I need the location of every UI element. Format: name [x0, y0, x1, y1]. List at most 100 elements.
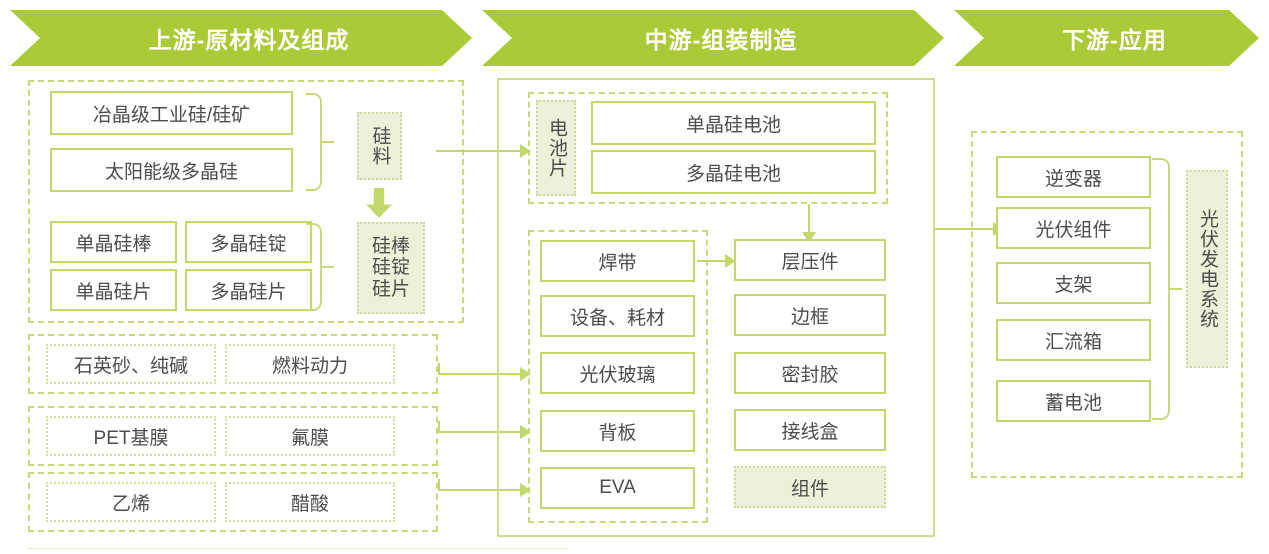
node-label: 密封胶 [781, 364, 839, 386]
tag-cell-piece: 电池片 [536, 100, 576, 196]
connector-mat1-to-glass [438, 373, 522, 375]
node-label: 边框 [790, 306, 829, 328]
upstream-material-group-1 [28, 334, 438, 394]
node-label: 多晶硅片 [210, 281, 287, 303]
connector-ribbon-to-laminate [697, 260, 727, 262]
bracket-tick-feedstock [320, 141, 334, 143]
node-sealant[interactable]: 密封胶 [734, 352, 886, 394]
node-label: EVA [599, 477, 636, 498]
node-label: 单晶硅片 [75, 281, 152, 303]
connector-arrow-mat3 [520, 483, 531, 497]
upstream-material-group-2 [28, 406, 438, 466]
node-label: 汇流箱 [1044, 331, 1102, 353]
header-label-downstream: 下游-应用 [1062, 27, 1167, 53]
node-mono-silicon-cell[interactable]: 单晶硅电池 [591, 101, 876, 145]
node-label: 焊带 [598, 252, 637, 274]
node-equipment-consumables[interactable]: 设备、耗材 [540, 295, 695, 337]
node-solar-polysilicon[interactable]: 太阳能级多晶硅 [50, 148, 293, 192]
node-label: 接线盒 [781, 421, 839, 443]
node-inverter[interactable]: 逆变器 [996, 156, 1151, 198]
node-quartz-sand-soda-ash[interactable]: 石英砂、纯碱 [46, 344, 216, 384]
node-laminate[interactable]: 层压件 [734, 239, 886, 281]
bracket-tick-wafer [320, 266, 334, 268]
node-label: 单晶硅电池 [685, 114, 781, 136]
node-junction-box[interactable]: 接线盒 [734, 409, 886, 451]
header-label-upstream: 上游-原材料及组成 [148, 27, 350, 53]
downstream-container [971, 131, 1243, 478]
connector-mat2-stub [438, 421, 440, 432]
node-label: 单晶硅棒 [75, 233, 152, 255]
midstream-cell-group [528, 92, 888, 204]
node-solder-ribbon[interactable]: 焊带 [540, 240, 695, 282]
node-label: 燃料动力 [271, 355, 348, 377]
node-poly-silicon-wafer[interactable]: 多晶硅片 [185, 269, 312, 311]
node-pet-base-film[interactable]: PET基膜 [46, 416, 216, 456]
node-metallurgical-silicon[interactable]: 冶晶级工业硅/硅矿 [50, 91, 293, 135]
bracket-tick-downstream [1168, 288, 1182, 290]
connector-arrow-mat2 [520, 425, 531, 439]
node-mono-silicon-wafer[interactable]: 单晶硅片 [50, 269, 177, 311]
footer-divider [28, 548, 568, 549]
node-eva[interactable]: EVA [540, 467, 695, 509]
node-fluoride-film[interactable]: 氟膜 [225, 416, 395, 456]
connector-mat3-stub [438, 479, 440, 490]
connector-silicon-to-cell [436, 150, 522, 152]
tag-label-line-2: 硅锭 [371, 257, 410, 279]
node-label: 层压件 [781, 251, 839, 273]
node-pv-module[interactable]: 光伏组件 [996, 207, 1151, 249]
tag-label: 电池片 [545, 118, 567, 178]
midstream-material-group [528, 230, 708, 523]
node-poly-silicon-cell[interactable]: 多晶硅电池 [591, 150, 876, 194]
node-combiner-box[interactable]: 汇流箱 [996, 319, 1151, 361]
node-label: 蓄电池 [1044, 392, 1102, 414]
node-label: PET基膜 [93, 427, 169, 449]
midstream-container [497, 78, 935, 537]
node-ethylene[interactable]: 乙烯 [46, 482, 216, 522]
tag-silicon-wafer: 硅棒 硅锭 硅片 [357, 222, 425, 314]
node-mounting-bracket[interactable]: 支架 [996, 262, 1151, 304]
node-frame[interactable]: 边框 [734, 294, 886, 336]
tag-label-line-3: 硅片 [371, 278, 410, 300]
node-label: 多晶硅锭 [210, 233, 287, 255]
node-label: 氟膜 [290, 427, 329, 449]
tag-label: 硅料 [369, 126, 391, 166]
header-banner-midstream: 中游-组装制造 [482, 10, 944, 66]
node-label: 光伏组件 [1035, 219, 1112, 241]
tag-silicon-feedstock: 硅料 [357, 112, 402, 180]
node-label: 石英砂、纯碱 [73, 355, 188, 377]
node-label: 太阳能级多晶硅 [104, 161, 238, 183]
node-label: 设备、耗材 [569, 307, 665, 329]
node-backsheet[interactable]: 背板 [540, 410, 695, 452]
connector-midstream-to-downstream [935, 228, 995, 230]
connector-mat1-stub [438, 363, 440, 374]
node-pv-glass[interactable]: 光伏玻璃 [540, 352, 695, 394]
node-module[interactable]: 组件 [734, 466, 886, 508]
tag-pv-power-system: 光伏发电系统 [1186, 170, 1228, 368]
tag-label: 光伏发电系统 [1196, 209, 1218, 329]
header-banner-downstream: 下游-应用 [954, 10, 1259, 66]
connector-arrow-silicon-to-cell [520, 144, 531, 158]
node-label: 光伏玻璃 [579, 364, 656, 386]
header-banner-upstream: 上游-原材料及组成 [10, 10, 472, 66]
connector-arrow-cell-to-laminate [802, 232, 816, 243]
node-label: 支架 [1054, 274, 1093, 296]
connector-arrow-ribbon [725, 254, 736, 268]
node-mono-silicon-rod[interactable]: 单晶硅棒 [50, 221, 177, 263]
upstream-silicon-group [28, 80, 464, 323]
connector-mat3-to-eva [438, 489, 522, 491]
connector-mat2-to-backsheet [438, 431, 522, 433]
node-label: 背板 [598, 422, 637, 444]
node-storage-battery[interactable]: 蓄电池 [996, 380, 1151, 422]
upstream-material-group-3 [28, 472, 438, 532]
tag-label-line-1: 硅棒 [371, 236, 410, 258]
node-fuel-power[interactable]: 燃料动力 [225, 344, 395, 384]
node-label: 多晶硅电池 [685, 163, 781, 185]
node-label: 乙烯 [111, 493, 150, 515]
node-label: 醋酸 [290, 493, 329, 515]
header-label-midstream: 中游-组装制造 [644, 27, 798, 53]
node-acetic-acid[interactable]: 醋酸 [225, 482, 395, 522]
connector-cell-to-laminate [808, 204, 810, 234]
node-label: 冶晶级工业硅/硅矿 [92, 104, 251, 126]
node-label: 组件 [790, 478, 829, 500]
node-poly-silicon-ingot[interactable]: 多晶硅锭 [185, 221, 312, 263]
